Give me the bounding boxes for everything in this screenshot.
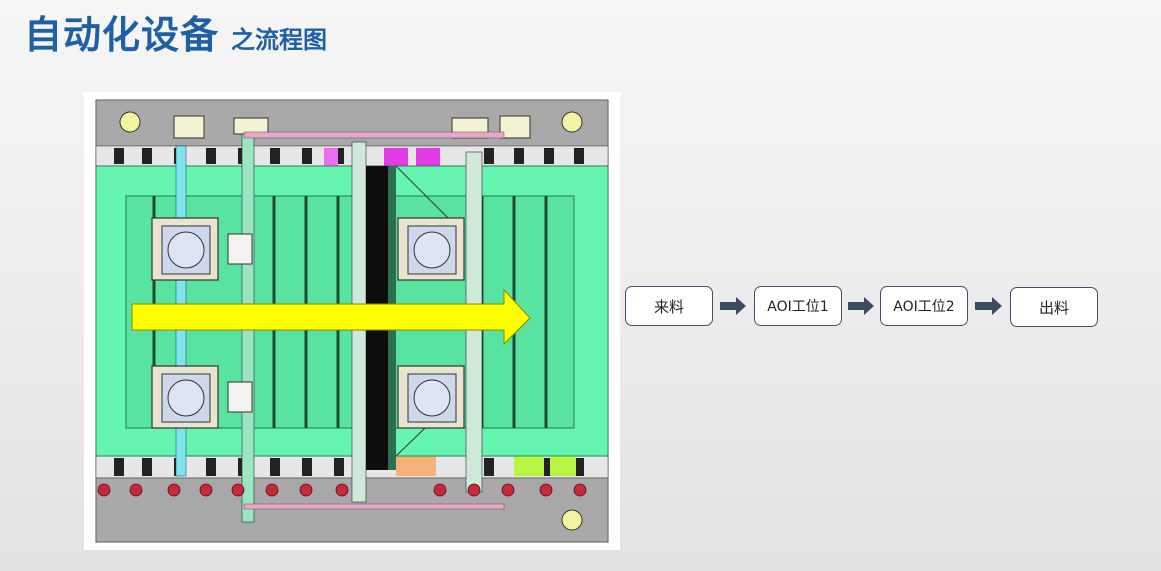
process-direction-arrow	[131, 288, 531, 346]
page-subtitle: 之流程图	[231, 26, 328, 54]
station-left-bottom	[151, 365, 253, 429]
flow-arrow-2	[848, 297, 874, 315]
orange-block	[396, 456, 436, 476]
red-clamps	[97, 483, 587, 497]
station-right-bottom	[397, 365, 465, 429]
station-right-top	[397, 217, 465, 281]
magenta-block-c	[324, 148, 338, 166]
flow-step-aoi-2: AOI工位2	[880, 286, 968, 326]
corner-bolt-tr	[561, 111, 583, 133]
lime-block-a	[514, 456, 544, 476]
lime-block-b	[550, 456, 576, 476]
bottom-belt-pink	[243, 503, 505, 510]
top-rail	[95, 99, 609, 147]
corner-bolt-br	[561, 509, 583, 531]
flow-arrow-1	[720, 297, 746, 315]
flow-arrow-3	[975, 297, 1002, 315]
flow-step-outgoing: 出料	[1010, 287, 1098, 327]
equipment-drawing	[84, 92, 620, 550]
station-left-top	[151, 217, 253, 281]
flow-step-incoming: 来料	[625, 286, 713, 326]
corner-bolt-tl	[119, 111, 141, 133]
top-belt-pink	[243, 131, 505, 139]
page-title: 自动化设备	[24, 13, 220, 57]
flow-step-aoi-1: AOI工位1	[754, 286, 842, 326]
magenta-block-b	[416, 148, 440, 166]
magenta-block-a	[384, 148, 408, 166]
page-header: 自动化设备 之流程图	[24, 4, 327, 59]
equipment-drawing-svg	[95, 99, 609, 543]
